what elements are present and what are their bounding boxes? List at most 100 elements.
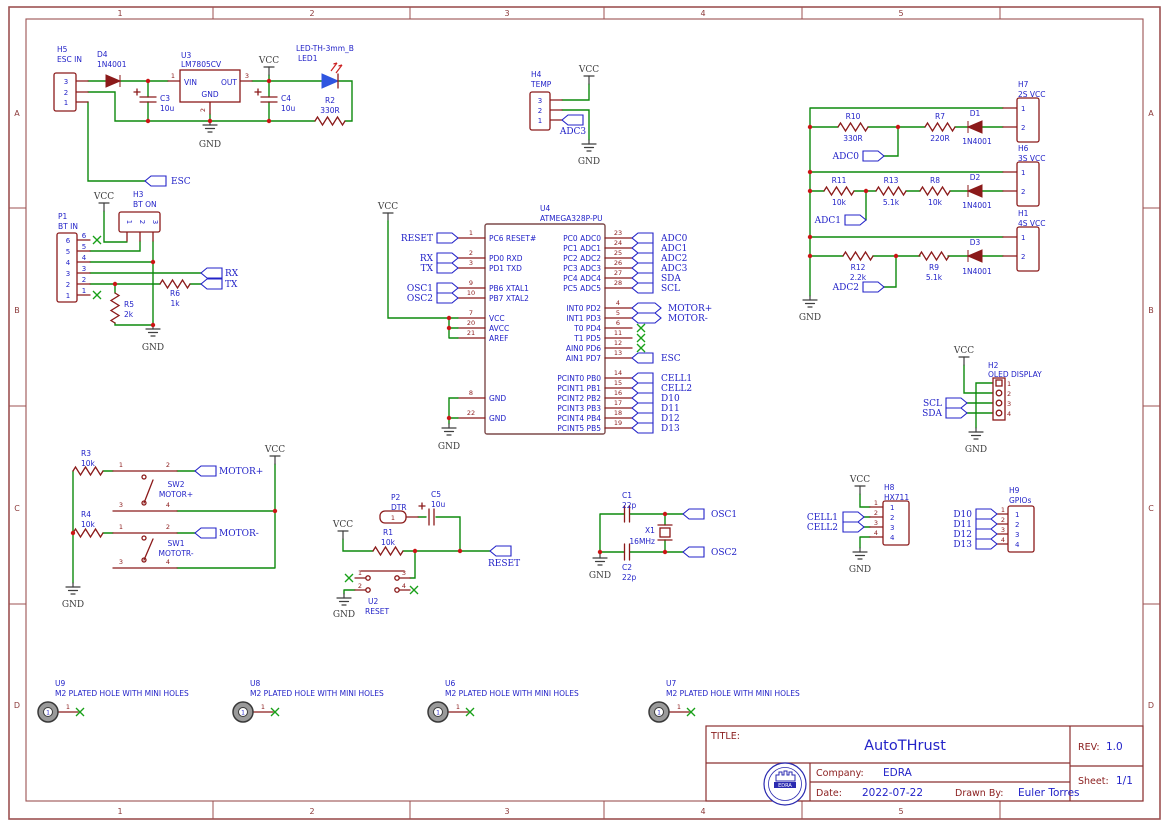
u4-ref: U4 <box>540 204 550 213</box>
no-connect-icon <box>636 343 646 353</box>
crystal-x1[interactable]: X1 16MHz <box>629 524 673 546</box>
frame-row-d-right: D <box>1148 701 1154 710</box>
net-label-osc2-flag[interactable] <box>682 546 705 558</box>
net-label-cell1: CELL1 <box>807 513 838 523</box>
button-u2[interactable]: 1 2 3 4 U2 RESET <box>358 569 406 616</box>
gnd-symbol <box>852 547 868 560</box>
svg-text:8: 8 <box>469 389 473 397</box>
svg-text:4: 4 <box>1001 536 1005 544</box>
c5-value: 10u <box>431 500 446 509</box>
resistor-r7[interactable] <box>924 122 956 132</box>
u3-pin-2: 2 <box>199 108 207 112</box>
resistor-r1[interactable] <box>372 546 404 556</box>
svg-text:4: 4 <box>1007 410 1011 418</box>
resistor-r9[interactable] <box>918 251 950 261</box>
diode-d2[interactable] <box>967 184 983 198</box>
net-label-motor-plus-flag[interactable] <box>194 465 217 477</box>
resistor-r6[interactable] <box>159 279 191 289</box>
title-block: TITLE: AutoTHrust REV: 1.0 Company: EDRA… <box>705 725 1144 806</box>
no-connect-icon <box>92 235 102 245</box>
section-power-supply[interactable]: H5 ESC IN 3 2 1 D4 1N4001 U3 LM7805CV VI… <box>53 44 354 187</box>
gnd-label: GND <box>199 140 221 150</box>
switch-sw1[interactable]: 1 2 3 4 SW1 MOTOTR- <box>112 523 194 569</box>
connector-h4[interactable] <box>529 91 551 131</box>
connector-h7[interactable] <box>1016 97 1040 143</box>
net-label-d13-flag[interactable] <box>975 538 998 550</box>
connector-h2[interactable] <box>992 377 1006 421</box>
net-label-reset-flag[interactable] <box>489 545 512 557</box>
switch-sw2[interactable]: 1 2 3 4 SW2 MOTOR+ <box>112 461 193 512</box>
capacitor-c3[interactable] <box>139 96 157 103</box>
net-label-adc1-flag[interactable] <box>844 214 867 226</box>
net-label-scl: SCL <box>923 399 942 409</box>
connector-p2[interactable] <box>379 510 407 524</box>
led-led1[interactable] <box>321 62 343 89</box>
resistor-r10[interactable] <box>837 122 869 132</box>
svg-text:3: 3 <box>890 524 894 532</box>
diode-d4[interactable] <box>105 74 121 88</box>
connector-h3[interactable] <box>118 211 161 233</box>
mounting-hole-u6[interactable]: U6 M2 PLATED HOLE WITH MINI HOLES 1 1 <box>427 679 579 723</box>
net-label-scl-flag[interactable] <box>945 397 968 409</box>
diode-d3[interactable] <box>967 249 983 263</box>
h5-pin1: 1 <box>64 99 68 107</box>
resistor-r2[interactable] <box>314 116 346 126</box>
h3-pin2: 2 <box>138 220 146 224</box>
section-temp[interactable]: H4 TEMP 3 2 1 VCC GND ADC3 <box>529 65 600 167</box>
net-label-sda-flag[interactable] <box>945 407 968 419</box>
section-crystal[interactable]: C1 22p C2 22p X1 16MHz OSC1 OSC2 GND <box>589 491 737 582</box>
resistor-r5[interactable] <box>110 292 120 324</box>
connector-h6[interactable] <box>1016 161 1040 207</box>
svg-text:M2 PLATED HOLE WITH MINI HOLES: M2 PLATED HOLE WITH MINI HOLES <box>250 689 384 698</box>
component-u4-atmega328p[interactable]: U4 ATMEGA328P-PU 1 2 3 9 10 7 20 21 8 22… <box>377 202 712 452</box>
capacitor-c2[interactable] <box>623 543 631 561</box>
net-label-adc2-flag[interactable] <box>862 281 885 293</box>
resistor-r12[interactable] <box>842 251 874 261</box>
net-label-adc3-flag[interactable] <box>561 114 584 126</box>
capacitor-c4[interactable] <box>260 96 278 103</box>
section-oled[interactable]: VCC H2 OLED DISPLAY 1 2 3 4 SCL SDA GND <box>922 346 1042 455</box>
h3-pin3: 3 <box>151 220 159 224</box>
section-mounting-holes[interactable]: U9 M2 PLATED HOLE WITH MINI HOLES 1 1 U8… <box>37 679 800 723</box>
p2-value: DTR <box>391 503 407 512</box>
resistor-r4[interactable] <box>72 528 104 538</box>
net-label-d11-flag[interactable] <box>975 518 998 530</box>
svg-text:INT1 PD3: INT1 PD3 <box>566 314 601 323</box>
diode-d1[interactable] <box>967 120 983 134</box>
regulator-u3[interactable] <box>179 69 241 103</box>
resistor-r13[interactable] <box>875 186 907 196</box>
company-value: EDRA <box>883 767 913 779</box>
section-motor-switches[interactable]: R3 10k R4 10k 1 2 3 4 SW2 MOTOR+ MOTOR+ … <box>62 445 285 610</box>
capacitor-c5[interactable] <box>428 508 435 526</box>
svg-text:M2 PLATED HOLE WITH MINI HOLES: M2 PLATED HOLE WITH MINI HOLES <box>445 689 579 698</box>
net-label-cell1-flag[interactable] <box>842 511 865 523</box>
mounting-hole-u7[interactable]: U7 M2 PLATED HOLE WITH MINI HOLES 1 1 <box>648 679 800 723</box>
section-bluetooth[interactable]: VCC H3 BT ON 1 2 3 P1 BT IN 6 5 4 3 2 1 … <box>56 190 239 353</box>
net-label-esc-flag[interactable] <box>144 175 167 187</box>
net-label-osc1-flag[interactable] <box>682 508 705 520</box>
net-label-tx-flag[interactable] <box>200 278 223 290</box>
resistor-r8[interactable] <box>919 186 951 196</box>
net-label-adc0-flag[interactable] <box>862 150 885 162</box>
section-battery-sense[interactable]: R10 330R R7 220R D1 1N4001 R11 10k R13 5… <box>799 80 1046 323</box>
net-label-cell2-flag[interactable] <box>842 521 865 533</box>
section-hx711[interactable]: VCC H8 HX711 1 2 3 4 1 2 3 4 CELL1 CELL2… <box>807 475 910 575</box>
connector-h9[interactable] <box>1007 505 1035 553</box>
resistor-r11[interactable] <box>823 186 855 196</box>
section-reset[interactable]: P2 DTR 1 C5 10u VCC R1 10k RESET 1 2 3 4… <box>332 490 520 620</box>
svg-text:CELL2: CELL2 <box>661 384 692 394</box>
resistor-r3[interactable] <box>72 466 104 476</box>
mounting-hole-u9[interactable]: U9 M2 PLATED HOLE WITH MINI HOLES 1 1 <box>37 679 189 723</box>
net-label-rx-flag[interactable] <box>200 267 223 279</box>
net-label-d10-flag[interactable] <box>975 508 998 520</box>
connector-p1[interactable] <box>56 232 78 303</box>
net-label-d12-flag[interactable] <box>975 528 998 540</box>
net-label-motor-minus-flag[interactable] <box>194 527 217 539</box>
svg-text:3: 3 <box>1007 400 1011 408</box>
connector-h8[interactable] <box>882 500 910 546</box>
section-gpios[interactable]: H9 GPIOs 1 2 3 4 1 2 3 4 D10 D11 D12 D13 <box>953 486 1035 553</box>
hx-wires <box>859 493 871 549</box>
connector-h1[interactable] <box>1016 226 1040 272</box>
mounting-hole-u8[interactable]: U8 M2 PLATED HOLE WITH MINI HOLES 1 1 <box>232 679 384 723</box>
connector-h5[interactable] <box>53 72 77 112</box>
